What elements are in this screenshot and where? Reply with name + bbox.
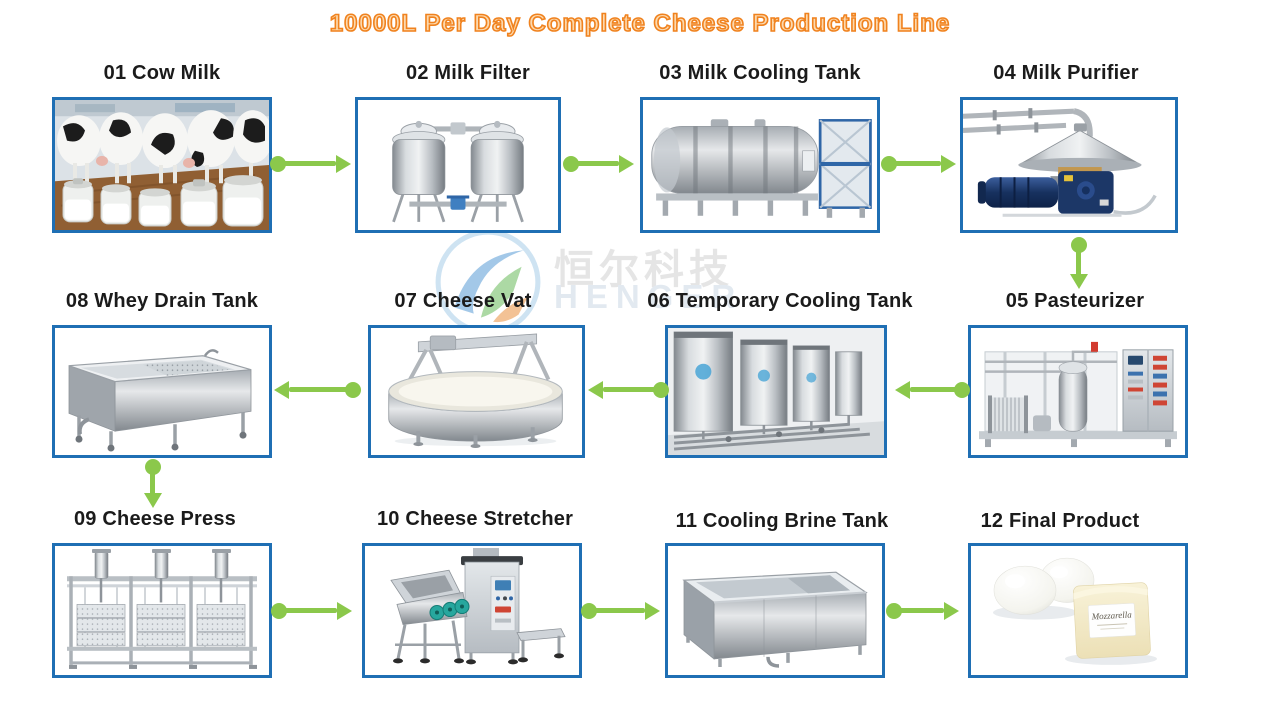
step-label-10: 10 Cheese Stretcher [376,508,574,530]
step-box-06 [665,325,887,458]
step-box-07 [368,325,585,458]
cheese-stretcher-illustration [365,546,579,675]
page-title: 10000L Per Day Complete Cheese Productio… [329,9,951,38]
final-product-photo: Mozzarella [971,546,1185,675]
step-label-12: 12 Final Product [980,510,1140,532]
step-box-05 [968,325,1188,458]
step-label-06: 06 Temporary Cooling Tank [647,290,913,312]
pasteurizer-illustration [971,328,1185,455]
step-box-02 [355,97,561,233]
step-box-03 [640,97,880,233]
flow-arrow-02-03 [569,161,619,166]
step-label-04: 04 Milk Purifier [993,62,1139,84]
whey-drain-tank-illustration [55,328,269,455]
cheese-vat-illustration [371,328,582,455]
watermark-english-text: HENGER [554,278,744,315]
product-label-text: Mozzarella [1090,609,1132,621]
flow-arrow-01-02 [276,161,336,166]
milk-jugs [62,175,264,227]
step-label-02: 02 Milk Filter [406,62,530,84]
flow-arrow-04-05 [1076,243,1081,274]
henger-logo-icon [435,229,541,335]
flow-arrow-07-08 [289,387,355,392]
cow-milk-photo [55,100,269,230]
flow-arrow-06-07 [603,387,663,392]
flow-arrow-10-11 [587,608,645,613]
flow-arrow-08-09 [150,465,155,493]
cheese-press-illustration [55,546,269,675]
step-box-09 [52,543,272,678]
step-label-01: 01 Cow Milk [103,62,221,84]
milk-filter-illustration [358,100,558,230]
milk-purifier-illustration [963,100,1175,230]
flow-arrow-03-04 [887,161,941,166]
step-label-08: 08 Whey Drain Tank [65,290,259,312]
watermark-texts: 恒尔科技 HENGER [554,226,743,313]
step-box-01 [52,97,272,233]
cheese-block: Mozzarella [1073,582,1151,659]
flow-arrow-05-06 [910,387,964,392]
flow-arrow-09-10 [277,608,337,613]
cows [57,110,269,184]
milk-cooling-tank-illustration [643,100,877,230]
step-label-07: 07 Cheese Vat [394,290,532,312]
cooling-brine-tank-illustration [668,546,882,675]
temporary-cooling-tanks-photo [668,328,884,455]
step-label-03: 03 Milk Cooling Tank [659,62,861,84]
step-box-10 [362,543,582,678]
watermark: 恒尔科技 HENGER [432,226,743,338]
step-label-11: 11 Cooling Brine Tank [675,510,889,532]
flow-arrow-11-12 [892,608,944,613]
step-box-04 [960,97,1178,233]
step-box-08 [52,325,272,458]
step-label-05: 05 Pasteurizer [1005,290,1145,312]
watermark-chinese-text: 恒尔科技 [554,247,734,293]
step-label-09: 09 Cheese Press [73,508,236,530]
step-box-11 [665,543,885,678]
step-box-12: Mozzarella [968,543,1188,678]
